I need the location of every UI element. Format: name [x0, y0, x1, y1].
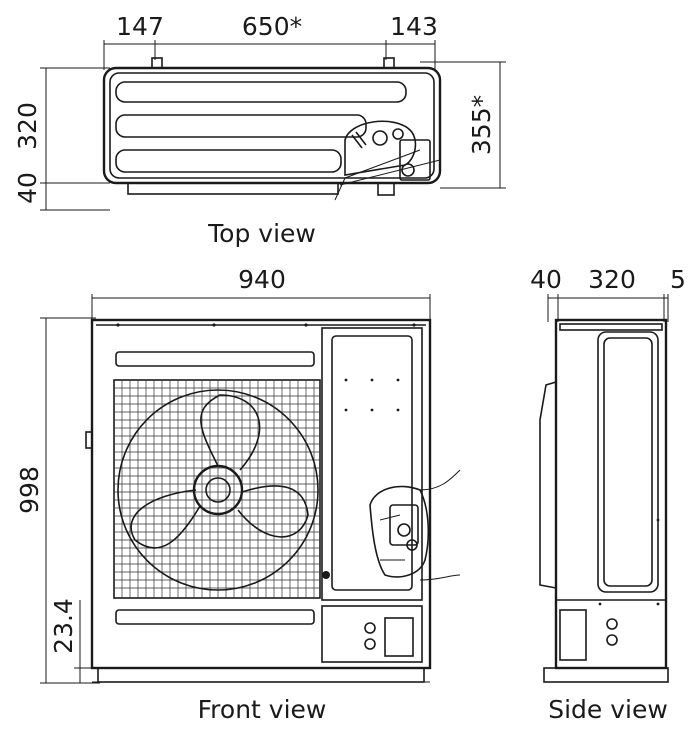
side-terminal-cover	[559, 609, 587, 661]
front-panel-screws	[116, 323, 416, 579]
front-terminal-cover	[384, 617, 414, 657]
side-view-caption: Side view	[548, 695, 668, 724]
top-dim-left: 147	[116, 12, 164, 41]
side-dim-center: 320	[588, 265, 636, 294]
side-dim-right: 5	[670, 265, 686, 294]
top-view: 147 650* 143 320 40 355*	[13, 12, 506, 248]
front-fan	[117, 389, 319, 591]
top-knob	[383, 57, 395, 69]
top-view-caption: Top view	[207, 219, 316, 248]
front-dim-base: 23.4	[49, 598, 78, 654]
front-terminal-box	[321, 605, 423, 663]
side-view: 40 320 5 Side view	[530, 265, 686, 724]
top-dim-offset: 40	[13, 172, 42, 204]
top-dim-depth: 320	[13, 102, 42, 150]
front-top-vent	[115, 351, 315, 367]
front-view: 940 998 23.4	[15, 265, 461, 724]
front-fan-grille	[113, 379, 321, 599]
top-base-foot	[377, 182, 395, 196]
side-base	[543, 667, 669, 683]
side-dim-left: 40	[530, 265, 562, 294]
top-knob	[151, 57, 163, 69]
side-fin-edge	[539, 381, 557, 589]
front-dimension-lines	[40, 294, 431, 684]
top-slot	[115, 81, 407, 103]
front-view-caption: Front view	[198, 695, 327, 724]
side-unit-body	[554, 318, 668, 670]
front-handle	[85, 431, 93, 449]
front-unit-body	[90, 318, 432, 670]
top-dim-total-depth: 355*	[467, 95, 496, 155]
top-slot	[115, 149, 342, 173]
front-bottom-vent	[115, 609, 315, 625]
front-service-panel	[321, 327, 423, 601]
front-grille-grid	[114, 380, 320, 598]
side-grip-panel	[597, 331, 659, 593]
front-valve-detail	[369, 469, 461, 581]
front-dim-width: 940	[238, 265, 286, 294]
top-dim-center: 650*	[242, 12, 302, 41]
top-dimension-lines	[40, 40, 506, 211]
front-base	[97, 667, 425, 683]
front-dim-height: 998	[15, 466, 44, 514]
top-valve-detail	[334, 120, 441, 201]
top-base-plate	[127, 182, 339, 195]
top-dim-right: 143	[390, 12, 438, 41]
top-unit-body	[102, 66, 442, 185]
top-slot	[115, 114, 367, 138]
side-dimension-lines	[547, 294, 669, 322]
